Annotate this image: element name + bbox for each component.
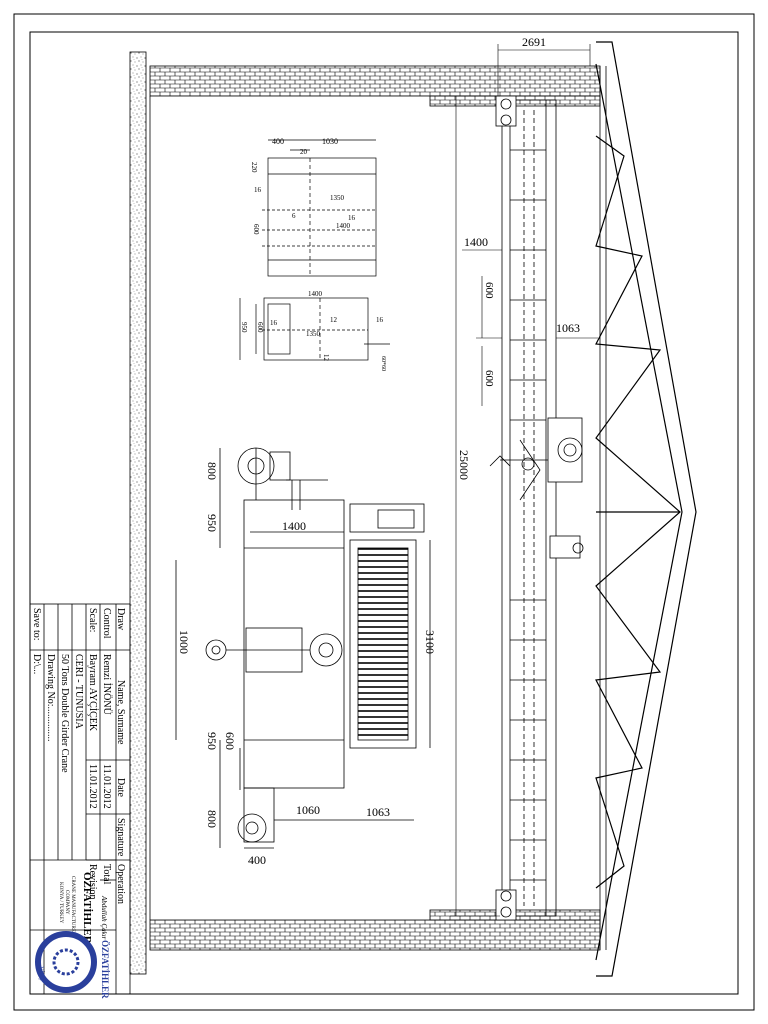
company-sub-2: COMPANY — [64, 890, 69, 915]
rail-detail-top — [262, 139, 377, 277]
dimension-labels: 2691 25000 1400 600 600 1063 400 1030 20… — [177, 35, 580, 867]
company-city: KONYA / TURKEY — [58, 882, 63, 924]
title-block — [29, 603, 131, 995]
header-signature: Signature — [115, 818, 126, 857]
dim-trolley-1060: 1060 — [296, 803, 320, 817]
dim-detail-bot-600: 600 — [256, 322, 264, 333]
label-draw: Draw — [115, 608, 126, 631]
trolley-plan — [175, 447, 431, 849]
dim-detail-bot-16-a: 16 — [270, 319, 278, 327]
signature-script: Abdullah Çakır — [100, 895, 108, 940]
save-drive: D:\... — [31, 654, 42, 674]
dim-detail-bot-950: 950 — [240, 322, 248, 333]
dim-detail-top-1400: 1400 — [336, 222, 351, 230]
dim-trolley-800-top: 800 — [205, 462, 219, 480]
outer-border — [13, 13, 755, 1011]
draw-date: 11.01.2012 — [101, 764, 112, 809]
inner-border — [29, 31, 739, 995]
dim-trolley-800-bot: 800 — [205, 810, 219, 828]
header-date: Date — [115, 778, 126, 797]
logo-small: VİNÇ — [38, 966, 45, 981]
label-save-to: Save to: — [31, 608, 42, 641]
dim-detail-top-20: 20 — [300, 148, 308, 156]
header-operation: Operation — [115, 864, 126, 904]
control-date: 11.01.2012 — [87, 764, 98, 809]
dim-trolley-1063: 1063 — [556, 321, 580, 335]
drawing-number: Drawing No:.............. — [45, 654, 56, 742]
label-control: Control — [101, 608, 112, 639]
dim-span-total: 25000 — [457, 450, 471, 480]
dimension-lines — [450, 44, 598, 917]
brick-wall-bottom — [149, 919, 601, 951]
dim-trolley-3100: 3100 — [423, 630, 437, 654]
dim-detail-bot-1350: 1350 — [306, 330, 321, 338]
company-logo: ÖZFATİHLER VİNÇ — [35, 931, 110, 999]
company-name: ÖZFATİHLER — [81, 872, 94, 945]
dim-span-top: 2691 — [522, 35, 546, 49]
logo-text: ÖZFATİHLER — [100, 940, 110, 999]
dim-girder-600-a: 600 — [483, 282, 495, 299]
title-block-text: Draw Control Scale: Name, Surname Date S… — [31, 608, 126, 999]
label-scale: Scale: — [87, 608, 98, 632]
roof-truss — [595, 41, 697, 977]
control-name: Bayram AYÇİÇEK — [87, 654, 99, 732]
dim-trolley-1063-bot: 1063 — [366, 805, 390, 819]
dim-trolley-950-top: 950 — [205, 514, 219, 532]
dim-detail-top-6: 6 — [292, 212, 296, 220]
dim-detail-top-400: 400 — [272, 137, 284, 146]
dim-detail-top-1030: 1030 — [322, 137, 338, 146]
label-revision: Revision — [87, 864, 98, 900]
company-sub-1: CRANE MANUFACTURED — [70, 876, 75, 936]
dim-detail-top-600: 600 — [252, 224, 260, 235]
header-name: Name, Surname — [115, 680, 126, 745]
dim-detail-top-16-a: 16 — [254, 186, 262, 194]
dim-trolley-400: 400 — [248, 853, 266, 867]
concrete-wall — [129, 51, 147, 975]
scale-value: CERI - TUNUSIA — [73, 654, 84, 730]
dim-detail-bot-16-b: 16 — [376, 316, 384, 324]
dim-trolley-950-bot: 950 — [205, 732, 219, 750]
dim-detail-bot-1400: 1400 — [308, 290, 323, 298]
dim-detail-bot-rail: 60*60 — [380, 356, 386, 371]
dim-girder-1400: 1400 — [464, 235, 488, 249]
brick-wall-top — [149, 65, 601, 97]
dim-detail-top-16-b: 16 — [348, 214, 356, 222]
dim-trolley-600: 600 — [223, 732, 237, 750]
draw-name: Remzi İNÖNÜ — [101, 654, 113, 716]
drawing-description: 50 Tons Double Girder Crane — [59, 654, 70, 773]
dim-detail-bot-12-a: 12 — [330, 316, 338, 324]
label-total: Total — [101, 864, 112, 885]
dim-girder-600-b: 600 — [483, 370, 495, 387]
dim-trolley-1000: 1000 — [177, 630, 191, 654]
dim-detail-top-1350: 1350 — [330, 194, 345, 202]
dim-detail-top-220: 220 — [250, 162, 258, 173]
bridge-girder — [489, 95, 584, 921]
rail-detail-bottom — [239, 297, 390, 361]
dim-trolley-1400: 1400 — [282, 519, 306, 533]
dim-detail-bot-12-b: 12 — [322, 354, 330, 362]
